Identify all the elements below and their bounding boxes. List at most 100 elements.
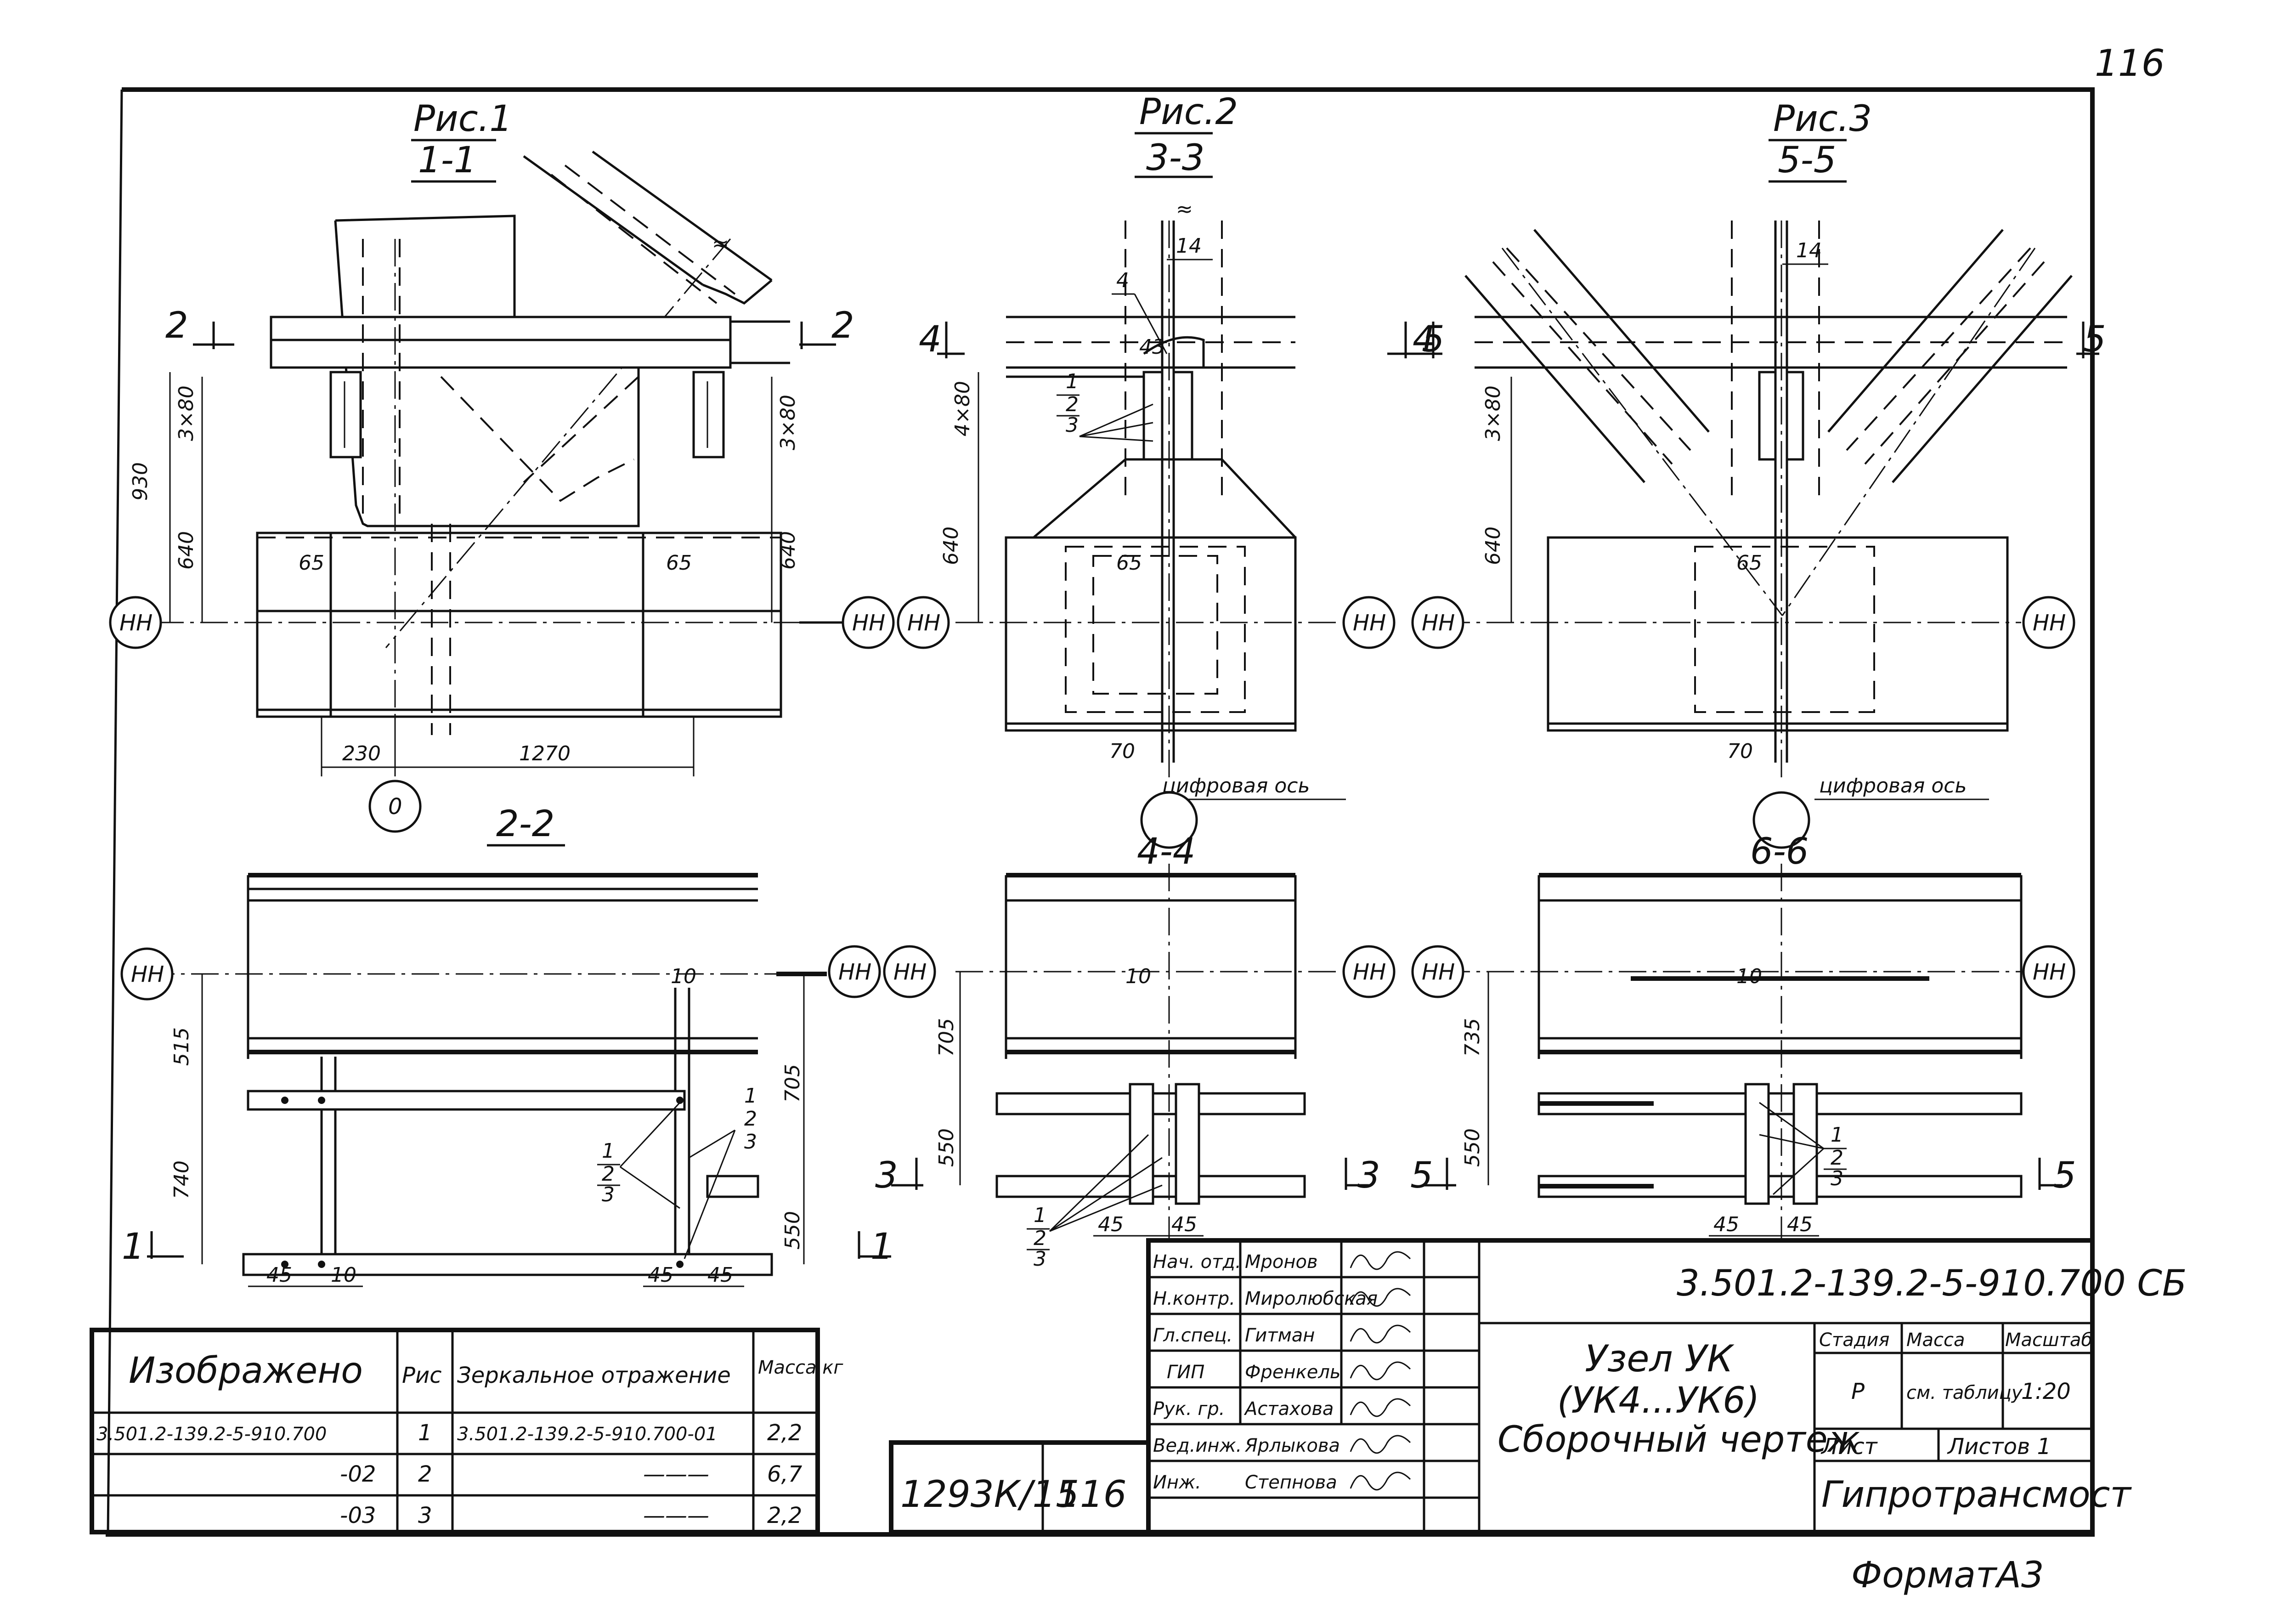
sig-role-3: Гл.спец. [1153,1325,1232,1346]
spec-table: Изображено Рис Зеркальное отражение Масс… [90,1328,843,1534]
fig1-label: Рис.1 [413,98,512,140]
axis-nn-fig1 [109,596,162,649]
spec-header-mass: Масса кг [758,1357,843,1378]
axis-nn-sec44-b [883,945,936,998]
spec-row3-fig: 3 [418,1503,432,1528]
sig-name-6: Ярлыкова [1244,1435,1340,1456]
sig-role-4: ГИП [1167,1362,1204,1383]
sec66-dim-45-right: 45 [1787,1213,1813,1236]
axis-nn-fig2-b [897,596,950,649]
mark-1-right: 1 [870,1226,893,1268]
mark-5b-left: 5 [1410,1155,1433,1196]
axis-nn-sec44-b-label: НН [893,959,927,985]
axis-nn-fig3-b-label: НН [2033,610,2066,636]
stage-value: Р [1851,1379,1865,1404]
fig3-dim-3x80: 3×80 [1481,385,1505,441]
fig2-label: Рис.2 [1139,91,1238,133]
axis-nn-sec66-a-label: НН [1422,959,1455,985]
part-1-fig2: 1 [1066,370,1079,393]
sec22-dim-45-left: 45 [266,1263,292,1287]
sheet-frame-left [107,89,123,1535]
fig2-dim-43: 43 [1139,335,1165,359]
fig2-dim-70: 70 [1109,740,1135,763]
sec22-title: 2-2 [496,804,554,845]
dim-640-left: 640 [175,531,198,570]
dim-3x80-left: 3×80 [175,385,198,441]
fig2-dim-14: 14 [1176,234,1202,258]
dim-640-right: 640 [776,531,800,570]
sec44-dim-45-left: 45 [1098,1213,1124,1236]
axis-nn-fig1-label: НН [119,610,153,636]
sec22-part-2b: 2 [744,1107,757,1131]
mark-3-right: 3 [1357,1155,1380,1196]
axis-nn-sec66-b-label: НН [2033,959,2066,985]
spec-row1-mass: 2,2 [767,1420,802,1446]
sig-role-5: Рук. гр. [1153,1398,1225,1420]
mark-1-left: 1 [122,1226,145,1268]
spec-row2-depicted: -02 [340,1461,376,1487]
fig3-dim-70: 70 [1727,740,1753,763]
signature-mark-2 [1350,1288,1411,1307]
axis-nn-sec44-a-label: НН [838,959,871,985]
sec22-dim-45-right: 45 [707,1263,733,1287]
axis-nn-fig2-b-label: НН [907,610,940,636]
sig-name-1: Мронов [1245,1251,1318,1273]
figure-3: Рис.3 5-5 14 5 5 [1411,98,2106,849]
sig-role-2: Н.контр. [1153,1288,1235,1309]
figure-2: Рис.2 3-3 ≈ 14 4 4 4 1 2 [842,91,1436,849]
fig2-dim-4x80: 4×80 [951,381,974,436]
stage-label: Стадия [1819,1330,1889,1351]
archive-number: 1293К/15 [900,1473,1079,1516]
fig3-label: Рис.3 [1773,98,1872,140]
sec44-dim-550: 550 [935,1128,958,1167]
fig2-dim-65: 65 [1116,551,1142,575]
fig2-axis-caption: цифровая ось [1162,774,1310,798]
axis-nn-fig2-a [842,596,895,649]
sec44-part-1: 1 [1034,1204,1046,1227]
fig3-dim-640: 640 [1481,526,1505,565]
fig2-dim-640: 640 [939,526,963,565]
axis-nn-fig3-b [2022,596,2075,649]
sec22-part-1b: 1 [744,1084,757,1108]
mark-4-left: 4 [919,319,942,360]
axis-nn-sec22 [120,947,174,1001]
sec66-part-2: 2 [1831,1146,1843,1170]
title-line-1: Узел УК [1585,1337,1735,1380]
signature-mark-1 [1350,1251,1411,1270]
dim-230: 230 [342,742,381,765]
axis-nn-fig2-c [1342,596,1396,649]
scale-label: Масштаб [2005,1330,2092,1351]
section-6-6: 6-6 10 735 550 45 45 1 2 3 5 [1410,831,2076,1240]
title-block: Нач. отд. Мронов Н.контр. Миролюбская Гл… [1146,1238,2187,1534]
axis-nn-fig3-a [1411,596,1464,649]
sec22-dim-740: 740 [170,1160,193,1199]
axis-nn-sec66-b [2022,945,2075,998]
fig1-section: 1-1 [418,140,476,181]
sec66-dim-10: 10 [1736,965,1762,988]
sec44-part-2: 2 [1034,1227,1046,1250]
mark-5-right: 5 [2083,319,2106,360]
dim-65-left: 65 [299,551,324,575]
fig2-section: 3-3 [1146,137,1204,179]
sec44-part-3: 3 [1034,1247,1046,1271]
spec-header-fig: Рис [402,1363,442,1388]
sec22-dim-550: 550 [781,1211,804,1250]
spec-row2-fig: 2 [418,1461,432,1487]
sec22-dim-45-mid: 45 [648,1263,673,1287]
sec22-part-2: 2 [602,1162,615,1186]
spec-row3-mass: 2,2 [767,1503,802,1528]
scale-value: 1:20 [2021,1379,2071,1404]
sec22-dim-10-bottom: 10 [331,1263,356,1287]
sheet-label: Лист [1820,1434,1878,1460]
part-4-label-fig2: 4 [1116,269,1129,292]
spec-header-depicted: Изображено [129,1350,363,1392]
sec22-part-3: 3 [602,1183,615,1206]
sec66-dim-45-left: 45 [1713,1213,1739,1236]
sig-name-3: Гитман [1245,1325,1315,1346]
sig-name-7: Степнова [1245,1472,1337,1493]
dim-3x80-right: 3×80 [776,395,800,450]
axis-nn-fig2-a-label: НН [852,610,885,636]
axis-nn-fig3-a-label: НН [1422,610,1455,636]
sec22-dim-705: 705 [781,1064,804,1103]
sec44-title: 4-4 [1137,831,1195,872]
